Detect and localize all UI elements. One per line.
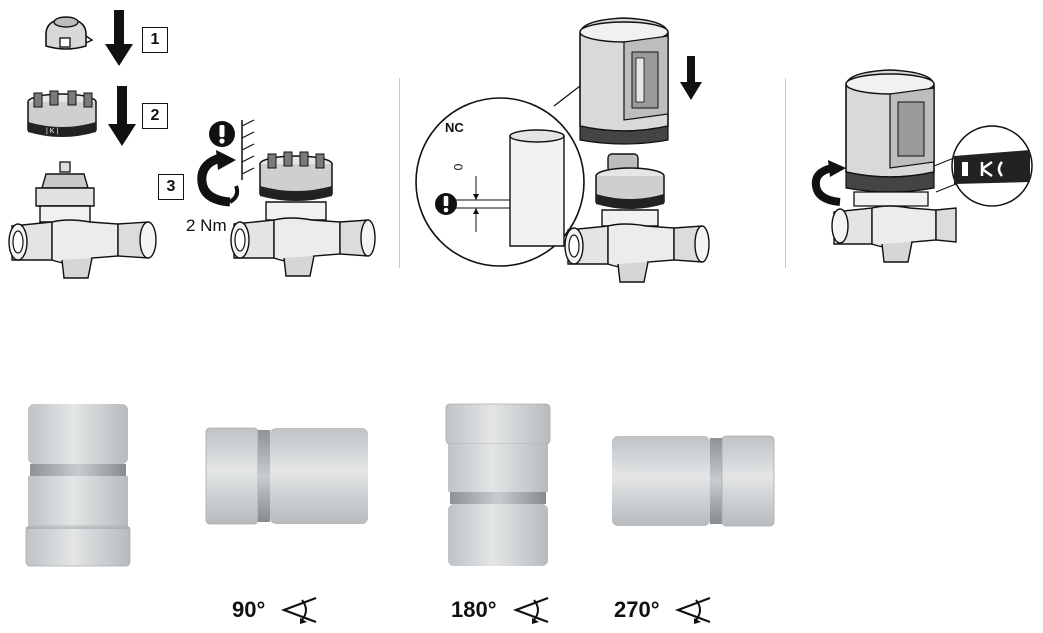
viewing-angle-icon xyxy=(674,596,711,624)
step-number-3: 3 xyxy=(158,174,184,200)
valve-adapter-cap xyxy=(45,16,94,50)
arrow-down-icon xyxy=(105,10,133,66)
svg-text:| K |: | K | xyxy=(46,128,58,135)
torque-label: 2 Nm xyxy=(186,216,227,235)
warning-icon xyxy=(209,121,235,147)
warning-icon xyxy=(435,193,457,215)
nc-label: NC xyxy=(445,120,464,135)
viewing-angle-icon xyxy=(512,596,549,624)
viewing-angle-icon xyxy=(280,596,317,624)
gap-value: 0 xyxy=(451,163,466,171)
orientation-angle-180: 180° xyxy=(451,597,497,622)
panel-divider xyxy=(399,78,400,268)
stop-limit-marker xyxy=(241,119,255,180)
actuator-orientation-90 xyxy=(205,427,368,525)
valve-adapter-ring: | K | xyxy=(27,90,97,137)
radiator-valve-with-adapter xyxy=(230,151,376,277)
orientation-angle-90: 90° xyxy=(232,597,266,622)
thermal-actuator xyxy=(579,17,669,145)
rotate-clockwise-icon xyxy=(197,150,240,207)
actuator-orientation-0 xyxy=(25,404,131,567)
nc-detail-magnifier xyxy=(415,85,585,267)
actuator-orientation-270 xyxy=(612,435,775,527)
step-number-2: 2 xyxy=(142,103,168,129)
radiator-valve-with-adapter xyxy=(564,153,710,283)
arrow-down-icon xyxy=(680,56,702,100)
thermal-actuator-mounted xyxy=(831,69,1033,263)
arrow-down-icon xyxy=(108,86,136,146)
panel-divider xyxy=(785,78,786,268)
rotate-clockwise-icon xyxy=(811,160,846,206)
orientation-angle-270: 270° xyxy=(614,597,660,622)
radiator-valve-body xyxy=(8,161,157,279)
actuator-orientation-180 xyxy=(445,403,551,566)
step-number-1: 1 xyxy=(142,27,168,53)
